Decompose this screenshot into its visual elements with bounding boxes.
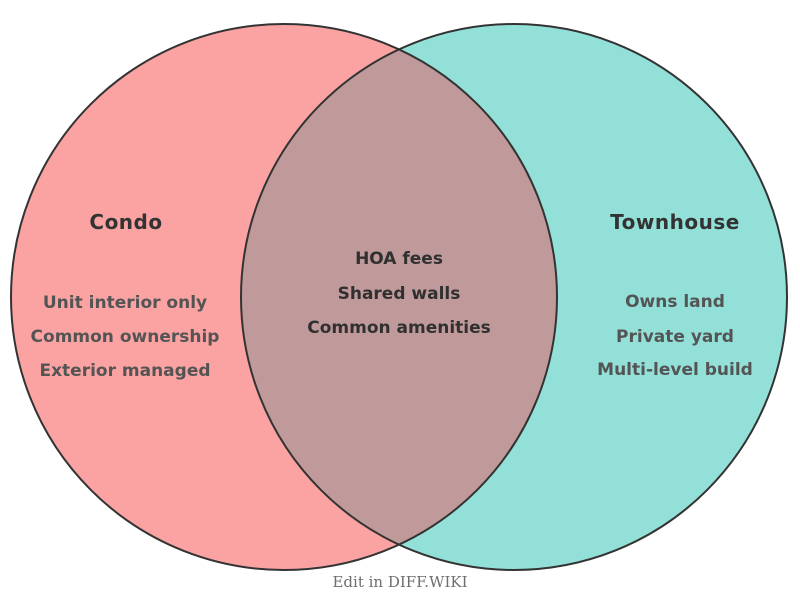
overlap-item: Common amenities	[307, 318, 491, 338]
edit-watermark-link[interactable]: Edit in DIFF.WIKI	[332, 573, 468, 591]
right-set-item: Owns land	[625, 292, 725, 312]
left-set-item: Exterior managed	[39, 361, 211, 381]
left-set-item: Unit interior only	[42, 293, 208, 313]
right-set-item: Private yard	[616, 327, 734, 347]
overlap-item: HOA fees	[355, 249, 443, 269]
right-set-item: Multi-level build	[597, 360, 753, 380]
right-circle-outline	[240, 23, 788, 571]
overlap-item: Shared walls	[337, 284, 461, 304]
overlap-region	[241, 24, 557, 570]
left-set-item: Common ownership	[30, 327, 220, 347]
left-set-title: Condo	[89, 210, 163, 234]
left-circle-outline	[10, 23, 558, 571]
right-set-title: Townhouse	[610, 210, 740, 234]
